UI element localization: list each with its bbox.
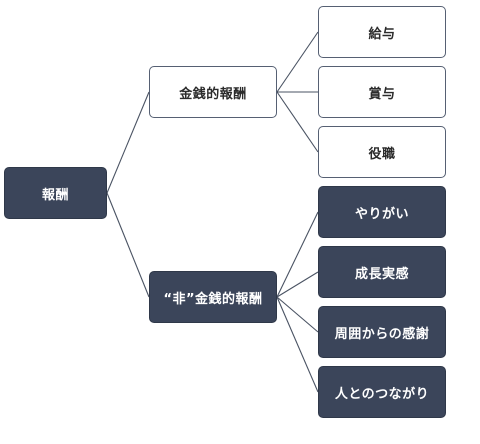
node-bonus-label: 賞与 [368, 86, 396, 102]
connector-nonmonetary-connection [276, 296, 319, 393]
node-monetary-reward-label: 金銭的報酬 [179, 86, 247, 102]
node-position-label: 役職 [368, 146, 396, 162]
connector-root-nonmonetary [106, 192, 150, 298]
node-position: 役職 [318, 126, 446, 178]
node-gratitude-from-others: 周囲からの感謝 [318, 306, 446, 358]
connector-root-monetary [106, 91, 150, 194]
node-gratitude-from-others-label: 周囲からの感謝 [334, 326, 430, 342]
node-sense-of-growth-label: 成長実感 [354, 266, 409, 282]
node-reward-root: 報酬 [4, 167, 107, 219]
connector-nonmonetary-growth [276, 271, 319, 298]
connector-monetary-salary [276, 31, 319, 93]
connector-nonmonetary-gratitude [276, 296, 319, 333]
node-salary: 給与 [318, 6, 446, 58]
node-non-monetary-reward-label: “非”金銭的報酬 [163, 291, 263, 307]
node-monetary-reward: 金銭的報酬 [149, 66, 277, 118]
node-connection-with-people: 人とのつながり [318, 366, 446, 418]
node-reward-root-label: 報酬 [41, 187, 69, 203]
node-salary-label: 給与 [368, 26, 396, 42]
node-sense-of-growth: 成長実感 [318, 246, 446, 298]
node-sense-of-purpose-label: やりがい [354, 206, 409, 222]
node-connection-with-people-label: 人とのつながり [334, 386, 430, 402]
connector-monetary-position [276, 91, 319, 153]
node-bonus: 賞与 [318, 66, 446, 118]
node-non-monetary-reward: “非”金銭的報酬 [149, 271, 277, 323]
node-sense-of-purpose: やりがい [318, 186, 446, 238]
connector-nonmonetary-purpose [276, 211, 319, 298]
